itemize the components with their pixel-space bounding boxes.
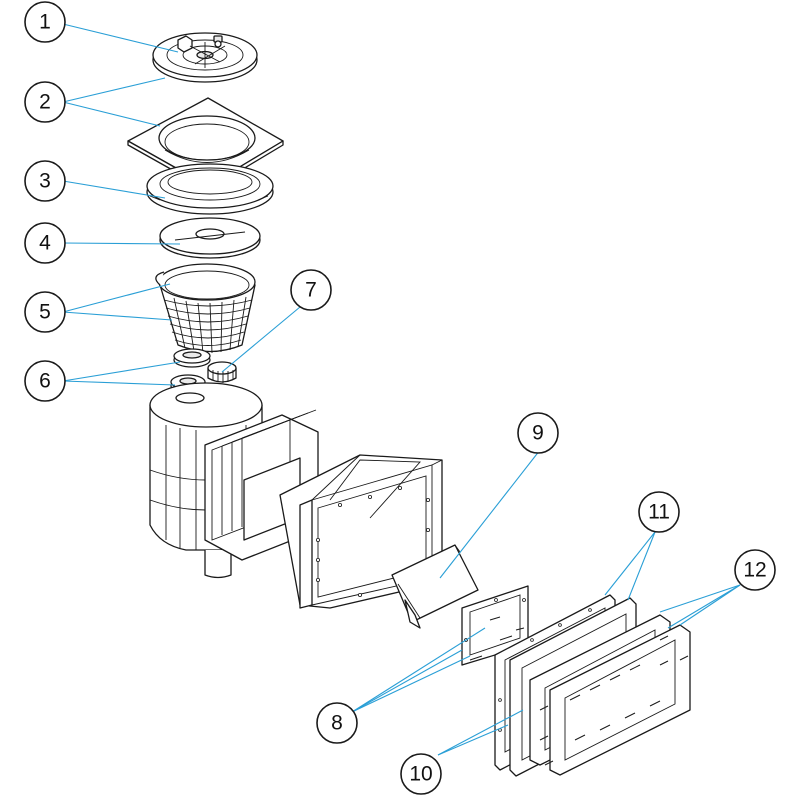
callout-12: 12 (734, 549, 776, 591)
callout-2: 2 (24, 81, 66, 123)
part-weir-flap (391, 544, 479, 629)
callout-11: 11 (638, 491, 680, 533)
callout-label-1: 1 (39, 11, 51, 34)
leader-11b (627, 531, 656, 601)
callout-1: 1 (24, 1, 66, 43)
callout-label-2: 2 (39, 91, 51, 114)
callout-label-11: 11 (648, 501, 670, 524)
leader-9 (439, 449, 541, 579)
callout-label-10: 10 (409, 763, 432, 786)
callout-3: 3 (24, 160, 66, 202)
leader-8b (351, 655, 471, 713)
callout-label-4: 4 (39, 232, 51, 255)
callout-6: 6 (24, 360, 66, 402)
leader-11a (604, 531, 656, 596)
part-disc (159, 217, 261, 259)
leader-12b (667, 584, 741, 629)
leader-6b (62, 380, 176, 386)
leader-12c (679, 584, 741, 626)
part-flow-regulator (207, 361, 237, 383)
leader-8c (351, 649, 463, 713)
callout-label-6: 6 (39, 370, 51, 393)
leader-5a (62, 283, 171, 313)
leader-4 (62, 242, 181, 245)
callout-label-8: 8 (331, 712, 343, 735)
callout-label-5: 5 (39, 301, 51, 324)
part-collar-ring (146, 163, 274, 215)
callout-9: 9 (517, 412, 559, 454)
leader-2b (62, 101, 161, 127)
leader-7 (221, 306, 301, 373)
leader-10b (437, 724, 509, 756)
callout-label-7: 7 (305, 279, 317, 302)
callout-10: 10 (400, 753, 442, 795)
part-lid (152, 32, 258, 83)
leader-5b (62, 311, 173, 321)
leader-2a (62, 77, 166, 103)
callout-label-3: 3 (39, 170, 51, 193)
callout-4: 4 (24, 222, 66, 264)
callout-5: 5 (24, 291, 66, 333)
leader-lines (62, 23, 741, 756)
callout-label-12: 12 (743, 559, 766, 582)
leader-8a (351, 627, 486, 713)
leader-6a (62, 361, 181, 382)
leader-1 (62, 23, 179, 53)
callout-7: 7 (290, 269, 332, 311)
leader-10a (437, 709, 524, 756)
part-basket (155, 263, 256, 354)
callout-label-9: 9 (532, 422, 544, 445)
part-extension-throat (279, 454, 443, 609)
leader-3 (62, 180, 166, 199)
callout-8: 8 (316, 702, 358, 744)
leader-12a (659, 584, 741, 613)
